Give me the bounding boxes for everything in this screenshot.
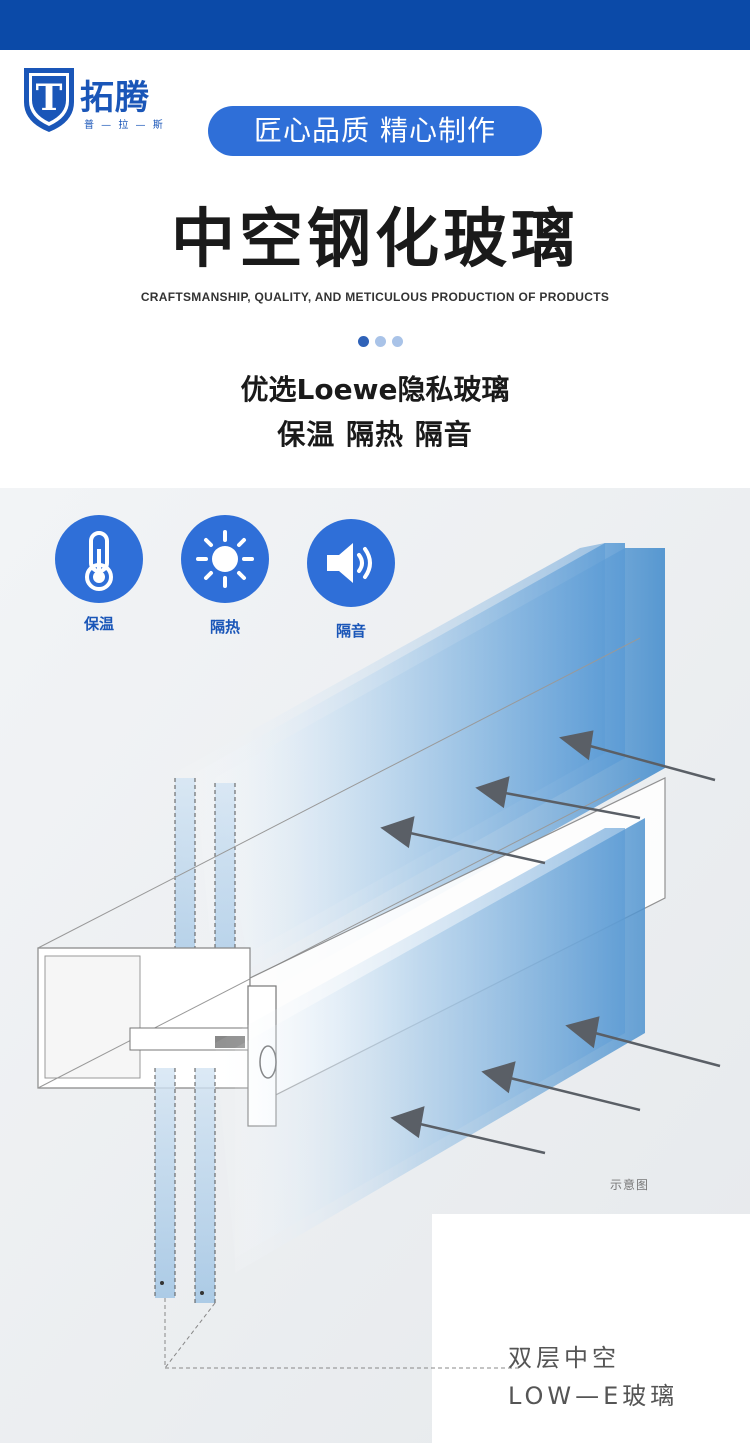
- carousel-dot[interactable]: [392, 336, 403, 347]
- thermometer-icon: [85, 531, 113, 591]
- top-banner: [0, 0, 750, 50]
- caption-line1: 双层中空: [508, 1344, 620, 1372]
- brand-subtitle: 普 — 拉 — 斯: [84, 120, 165, 131]
- brand-name: 拓腾: [80, 78, 150, 118]
- icon-label-sound: 隔音: [335, 622, 366, 640]
- sound-insulation-badge: [307, 519, 395, 607]
- slogan-pill: 匠心品质 精心制作: [208, 106, 542, 156]
- icon-label-insulation: 保温: [83, 615, 114, 633]
- glass-illustration: [0, 488, 750, 1443]
- carousel-dots: [358, 336, 403, 347]
- heat-insulation-badge: [181, 515, 269, 603]
- feature-heading: 优选Loewe隐私玻璃: [240, 373, 510, 406]
- page-title: 中空钢化玻璃: [171, 203, 579, 277]
- caption-line2: LOW—E玻璃: [508, 1382, 679, 1410]
- speaker-icon: [327, 543, 372, 583]
- icon-label-heat: 隔热: [209, 618, 240, 636]
- logo-letter: T: [36, 77, 63, 119]
- feature-subheading: 保温 隔热 隔音: [277, 418, 473, 451]
- brand-logo: T: [24, 68, 74, 132]
- carousel-dot[interactable]: [358, 336, 369, 347]
- diagram-note: 示意图: [610, 1178, 650, 1192]
- insulation-badge: [55, 515, 143, 603]
- carousel-dot[interactable]: [375, 336, 386, 347]
- sun-icon: [196, 530, 254, 588]
- english-subtitle: CRAFTSMANSHIP, QUALITY, AND METICULOUS P…: [140, 290, 610, 304]
